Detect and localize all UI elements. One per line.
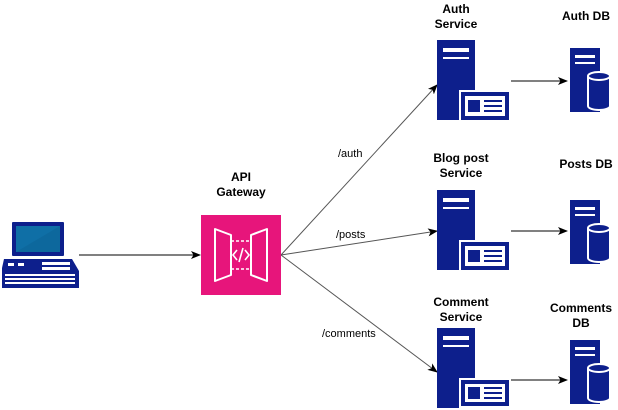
gateway-label: API Gateway — [216, 170, 266, 199]
database-server-icon — [570, 340, 611, 404]
edge-label-auth: /auth — [338, 148, 363, 160]
auth-db-label: Auth DB — [562, 9, 610, 23]
posts-db-label: Posts DB — [559, 157, 613, 171]
edge-label-posts: /posts — [336, 229, 366, 241]
computer-icon — [2, 222, 79, 288]
server-icon — [437, 40, 511, 122]
comment-service-label: Comment Service — [433, 295, 489, 324]
blog-service-label: Blog post Service — [433, 151, 489, 180]
database-server-icon — [570, 200, 611, 264]
server-icon — [437, 328, 511, 408]
database-server-icon — [570, 48, 611, 112]
comments-db-label: Comments DB — [549, 301, 612, 330]
auth-service-label: Auth Service — [434, 2, 478, 31]
api-gateway-icon — [201, 215, 281, 295]
edge-gateway-to-blog — [280, 228, 438, 256]
server-icon — [437, 190, 511, 272]
edge-label-comments: /comments — [322, 328, 376, 340]
edge-gateway-to-comment — [280, 254, 438, 373]
edge-gateway-to-auth — [280, 84, 438, 256]
